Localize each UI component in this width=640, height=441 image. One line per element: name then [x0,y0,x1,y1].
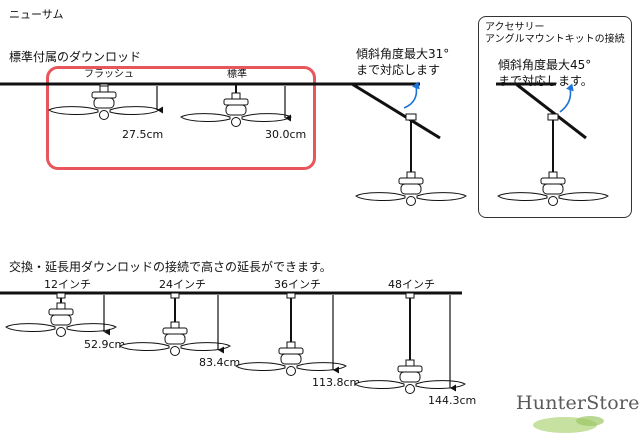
accessory-box [478,16,632,218]
flush-label: フラッシュ [84,69,134,80]
brand-logo: HunterStore [516,392,640,414]
extension-dim-12: 52.9cm [84,338,126,351]
fan-angled-31 [351,81,467,206]
fan-angled-45 [496,82,609,206]
extension-label-24: 24インチ [159,278,206,291]
angle-note-line2: まで対応します [356,63,441,78]
standard-heading: 標準付属のダウンロッド [9,50,142,64]
fan-ext-36 [235,292,347,376]
extension-dim-36: 113.8cm [312,376,361,389]
extension-dim-24: 83.4cm [199,356,241,369]
accessory-title-line2: アングルマウントキットの接続 [485,34,625,45]
standard-label: 標準 [227,69,247,80]
angle-note-line1: 傾斜角度最大31° [356,47,450,61]
angle-note: 傾斜角度最大31° まで対応します [356,46,449,78]
accessory-title: アクセサリー アングルマウントキットの接続 [485,22,625,46]
brand-leaf-icon [533,416,604,433]
fan-ext-12 [5,292,117,337]
extension-heading: 交換・延長用ダウンロッドの接続で高さの延長ができます。 [9,260,332,274]
fan-ext-48 [354,292,466,394]
page-title: ニューサム [9,8,64,21]
fan-ext-24 [119,292,231,356]
extension-label-36: 36インチ [274,278,321,291]
extension-dim-48: 144.3cm [428,394,477,407]
flush-dimension: 27.5cm [122,128,164,141]
fan-flush [48,83,160,120]
accessory-angle-line1: 傾斜角度最大45° [498,58,592,72]
accessory-title-line1: アクセサリー [485,22,545,33]
standard-dimension: 30.0cm [265,128,307,141]
standard-highlight-box [46,66,316,170]
extension-label-48: 48インチ [388,278,435,291]
extension-label-12: 12インチ [44,278,91,291]
fan-standard [180,84,292,127]
